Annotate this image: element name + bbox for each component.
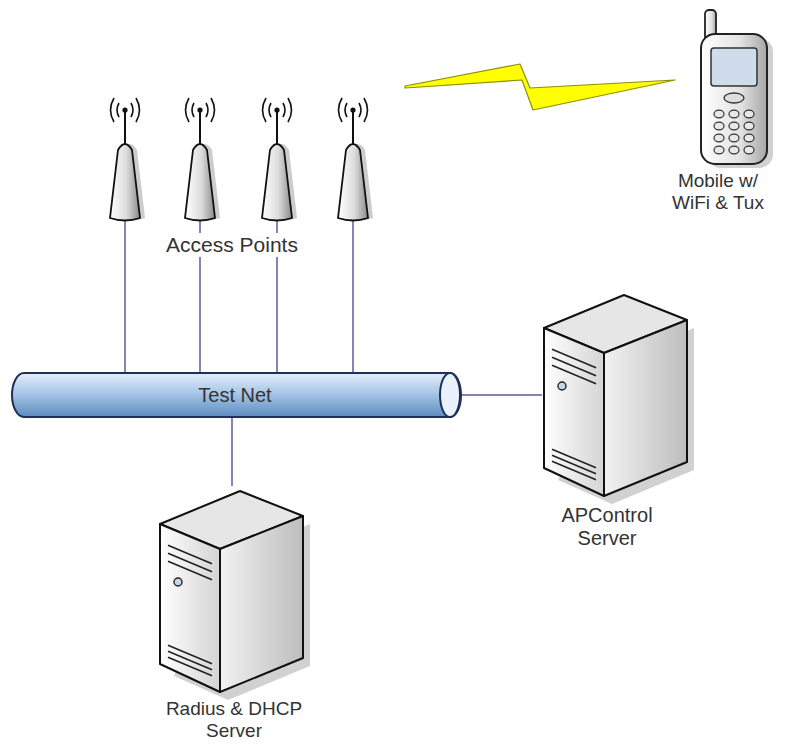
network-bus: Test Net xyxy=(10,372,462,418)
radio-wave xyxy=(364,98,368,122)
antenna-tip xyxy=(350,107,355,112)
antenna-tip xyxy=(122,107,127,112)
connector xyxy=(276,260,278,372)
antenna-tip xyxy=(197,107,202,112)
radio-wave xyxy=(211,98,215,122)
radio-wave xyxy=(206,103,208,117)
antenna-mast xyxy=(124,110,126,144)
server-bay-line xyxy=(552,461,596,479)
antenna-mast xyxy=(276,110,278,144)
mobile-device: Mobile w/ WiFi & Tux xyxy=(665,6,785,218)
radio-wave xyxy=(339,98,343,122)
phone-key xyxy=(744,122,754,130)
connector xyxy=(199,260,201,372)
server-bay-line xyxy=(552,357,596,375)
phone-key xyxy=(714,110,724,118)
server-bay-line xyxy=(168,553,212,571)
node-label: Radius & DHCP Server xyxy=(149,698,319,742)
wire xyxy=(352,219,354,260)
phone-key xyxy=(744,110,754,118)
radio-wave xyxy=(288,98,292,122)
access-point-body xyxy=(110,144,140,221)
access-point-body xyxy=(262,144,292,221)
radio-wave xyxy=(345,103,347,117)
phone-key xyxy=(729,122,739,130)
server-icon xyxy=(160,491,310,700)
node-label: Access Points xyxy=(163,233,301,257)
radio-wave xyxy=(111,98,115,122)
phone-key xyxy=(744,146,754,154)
node-label: Test Net xyxy=(198,384,271,407)
wireless-link-bolt xyxy=(405,64,675,110)
power-button xyxy=(174,578,182,586)
access-point-icon xyxy=(338,98,373,260)
phone-key xyxy=(729,134,739,142)
radio-wave xyxy=(192,103,194,117)
connector xyxy=(462,394,542,396)
access-point-body xyxy=(185,144,215,221)
server-icon xyxy=(544,295,694,504)
radio-wave xyxy=(263,98,267,122)
server-bay-line xyxy=(168,545,212,563)
server-front xyxy=(544,328,604,496)
server: APControl Server xyxy=(542,290,692,554)
radio-wave xyxy=(283,103,285,117)
radio-wave xyxy=(136,98,140,122)
phone-key xyxy=(729,110,739,118)
radio-wave xyxy=(131,103,133,117)
phone-key xyxy=(744,134,754,142)
antenna-tip xyxy=(274,107,279,112)
phone-screen xyxy=(711,48,757,86)
server: Radius & DHCP Server xyxy=(158,486,310,746)
phone-key xyxy=(714,146,724,154)
server-front xyxy=(160,524,220,692)
phone-body xyxy=(701,34,767,164)
node-label: APControl Server xyxy=(542,504,672,550)
connector xyxy=(231,418,233,486)
phone-nav-key xyxy=(724,93,744,103)
connector xyxy=(352,260,354,372)
radio-wave xyxy=(186,98,190,122)
server-side xyxy=(604,320,687,496)
connector xyxy=(124,260,126,372)
antenna-mast xyxy=(352,110,354,144)
server-bay-line xyxy=(168,561,212,579)
access-point-icon xyxy=(110,98,145,260)
pipe-body xyxy=(12,373,461,417)
server-bay-line xyxy=(552,349,596,367)
phone-key xyxy=(729,146,739,154)
server-bay-line xyxy=(552,365,596,383)
pipe-end xyxy=(440,373,460,417)
access-point-group: Access Points xyxy=(90,88,390,260)
phone-key xyxy=(714,122,724,130)
radio-wave xyxy=(359,103,361,117)
radio-wave xyxy=(269,103,271,117)
wire xyxy=(124,219,126,260)
server-side xyxy=(220,516,303,692)
power-button xyxy=(558,382,566,390)
pipe-shape xyxy=(12,373,461,417)
radio-wave xyxy=(117,103,119,117)
node-label: Mobile w/ WiFi & Tux xyxy=(661,170,775,214)
server-bay-line xyxy=(168,657,212,675)
phone-icon xyxy=(701,10,773,168)
phone-key xyxy=(714,134,724,142)
access-point-body xyxy=(338,144,368,221)
antenna-mast xyxy=(199,110,201,144)
